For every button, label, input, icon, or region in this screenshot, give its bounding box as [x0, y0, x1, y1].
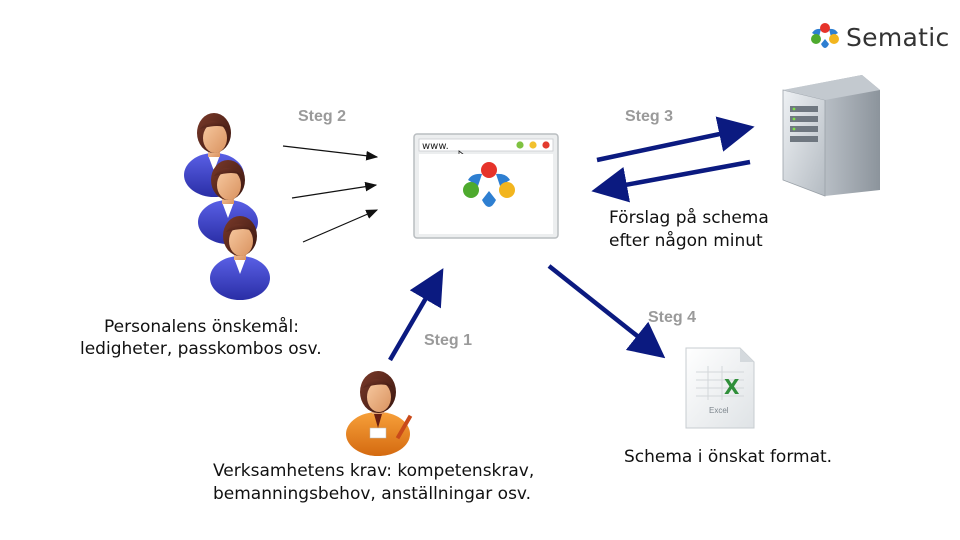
step4-arrow-to-excel — [547, 264, 666, 359]
business-line2: bemanningsbehov, anställningar osv. — [213, 484, 532, 504]
browser-address: www. — [422, 141, 449, 152]
staff-wishes-line2: ledigheter, passkombos osv. — [80, 339, 322, 359]
step1-arrow-to-browser — [388, 268, 444, 362]
proposal-line1: Förslag på schema — [609, 208, 769, 228]
schedule-format-label: Schema i önskat format. — [624, 447, 833, 467]
excel-caption: Excel — [709, 406, 729, 415]
business-line1: Verksamhetens krav: kompetenskrav, — [213, 461, 535, 481]
server-icon — [782, 75, 880, 197]
excel-file-icon: X Excel — [685, 347, 755, 429]
proposal-line2: efter någon minut — [609, 231, 763, 251]
manager-person-icon — [346, 371, 413, 456]
brand-name: Sematic — [846, 22, 950, 52]
sematic-logo-icon — [811, 23, 839, 48]
excel-letter: X — [724, 375, 740, 399]
brand-logo: Sematic — [810, 22, 950, 52]
browser-window-icon: www. — [413, 133, 559, 239]
staff-wishes-line1: Personalens önskemål: — [104, 317, 299, 337]
step3-label: Steg 3 — [625, 108, 674, 125]
proposal-arrow-from-server — [591, 159, 751, 203]
step3-arrow-to-server — [596, 116, 755, 163]
staff-arrow-1 — [282, 145, 379, 161]
step1-label: Steg 1 — [424, 332, 473, 349]
step4-label: Steg 4 — [648, 309, 697, 326]
sematic-logo-icon-large — [463, 162, 515, 207]
staff-arrow-3 — [302, 209, 379, 243]
staff-arrow-2 — [291, 181, 378, 199]
step2-label: Steg 2 — [298, 108, 347, 125]
